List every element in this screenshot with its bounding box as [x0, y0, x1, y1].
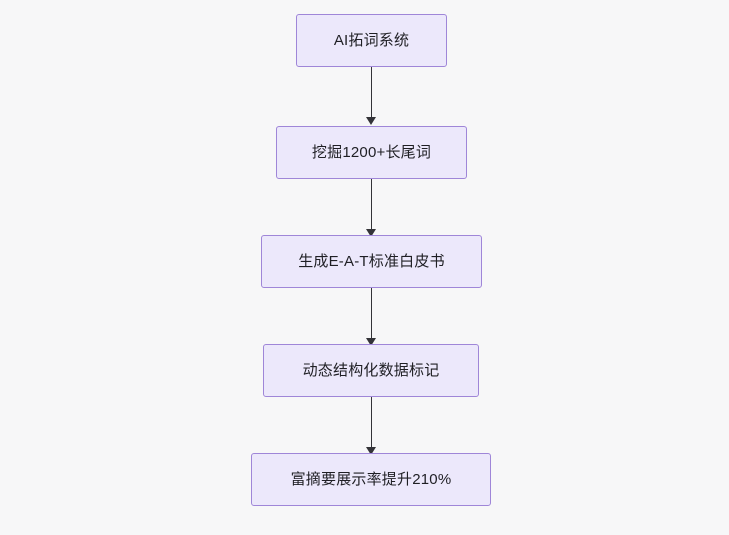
flow-edge-n1-n2	[371, 67, 372, 119]
flow-node-generate-eat-whitepaper[interactable]: 生成E-A-T标准白皮书	[261, 235, 482, 288]
flow-arrowhead-n1-n2	[366, 117, 376, 125]
flow-arrowhead-n3-n4	[366, 338, 376, 346]
flow-node-mine-longtail-keywords[interactable]: 挖掘1200+长尾词	[276, 126, 467, 179]
flow-edge-n3-n4	[371, 288, 372, 340]
flow-edge-n4-n5	[371, 397, 372, 449]
flow-edge-n2-n3	[371, 179, 372, 231]
flow-arrowhead-n4-n5	[366, 447, 376, 455]
flow-node-ai-keyword-system[interactable]: AI拓词系统	[296, 14, 447, 67]
flow-arrowhead-n2-n3	[366, 229, 376, 237]
flow-node-dynamic-structured-data-markup[interactable]: 动态结构化数据标记	[263, 344, 479, 397]
flow-node-rich-snippet-rate-increase[interactable]: 富摘要展示率提升210%	[251, 453, 491, 506]
